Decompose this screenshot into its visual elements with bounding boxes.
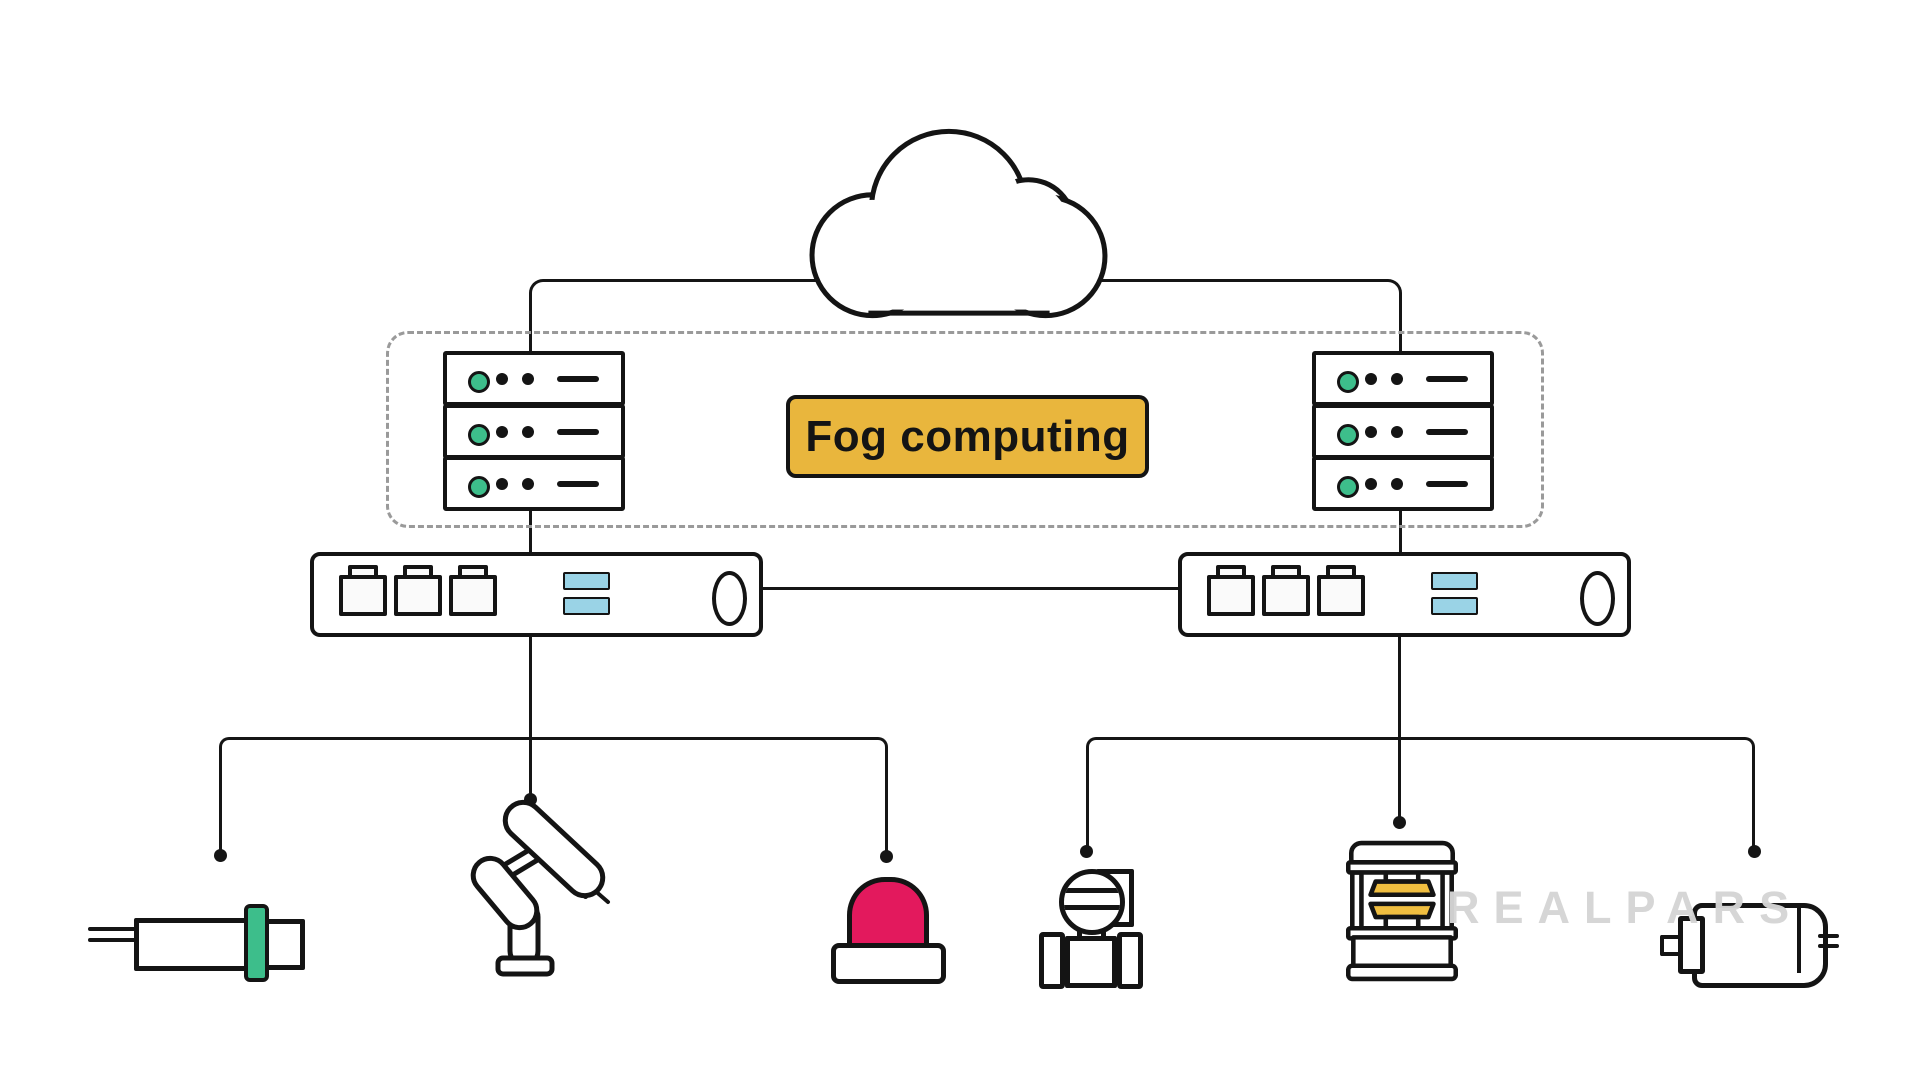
ethernet-port-icon xyxy=(1262,565,1310,616)
server-unit xyxy=(1312,404,1494,459)
valve-body xyxy=(1065,936,1117,988)
server-unit xyxy=(443,456,625,511)
realpars-watermark: REALPARS xyxy=(1447,882,1804,933)
slot-icon xyxy=(1426,375,1468,382)
branch-right-b xyxy=(1399,737,1755,852)
slot-icon xyxy=(557,375,599,382)
dot-icon xyxy=(496,477,508,490)
motor-endcap-line xyxy=(1797,908,1801,973)
valve-flange xyxy=(1039,932,1065,989)
connector-cloud-left xyxy=(529,279,960,359)
dot-icon xyxy=(522,425,534,438)
status-bar-icon xyxy=(563,597,610,615)
dot-icon xyxy=(496,372,508,385)
drop-right-switch xyxy=(1398,629,1401,823)
endpoint-dot-machine xyxy=(1393,816,1406,829)
dot-icon xyxy=(1365,372,1377,385)
branch-left-b xyxy=(531,737,888,857)
endpoint-dot-motor xyxy=(1748,845,1761,858)
motor-wire xyxy=(1818,944,1839,948)
ethernet-port-icon xyxy=(394,565,442,616)
network-switch-left xyxy=(310,552,763,637)
dot-icon xyxy=(1391,477,1403,490)
led-green-icon xyxy=(1337,423,1359,446)
slot-icon xyxy=(1426,480,1468,487)
status-bar-icon xyxy=(1431,572,1478,590)
slot-icon xyxy=(1426,428,1468,435)
endpoint-dot-sensor xyxy=(214,849,227,862)
dot-icon xyxy=(496,425,508,438)
ethernet-port-icon xyxy=(1317,565,1365,616)
status-bar-icon xyxy=(563,572,610,590)
button-oval-icon xyxy=(712,571,747,626)
transmitter-gauge xyxy=(1059,869,1125,935)
ethernet-port-icon xyxy=(1207,565,1255,616)
motor-wire xyxy=(1818,934,1839,938)
dot-icon xyxy=(1391,425,1403,438)
connector-switch-switch xyxy=(755,587,1178,590)
server-unit xyxy=(1312,351,1494,406)
connector-cloud-right xyxy=(960,279,1402,359)
ethernet-port-icon xyxy=(339,565,387,616)
branch-right-a xyxy=(1086,737,1399,852)
gauge-stripe xyxy=(1064,888,1120,893)
dot-icon xyxy=(1365,425,1377,438)
led-green-icon xyxy=(468,423,490,446)
fog-computing-label-text: Fog computing xyxy=(805,411,1130,461)
slot-icon xyxy=(557,480,599,487)
server-unit xyxy=(443,404,625,459)
server-unit xyxy=(1312,456,1494,511)
fog-zone-dashed-box xyxy=(386,331,1544,528)
status-bar-icon xyxy=(1431,597,1478,615)
slot-icon xyxy=(557,428,599,435)
robot-arm xyxy=(470,799,610,977)
network-switch-right xyxy=(1178,552,1631,637)
sensor-green-band xyxy=(244,904,269,982)
sensor-wire xyxy=(88,927,136,931)
ethernet-port-icon xyxy=(449,565,497,616)
cloud-icon xyxy=(809,128,1108,319)
endpoint-dot-siren xyxy=(880,850,893,863)
valve-flange xyxy=(1117,932,1143,989)
dot-icon xyxy=(522,477,534,490)
dot-icon xyxy=(1365,477,1377,490)
server-unit xyxy=(443,351,625,406)
led-green-icon xyxy=(468,370,490,393)
connector-stack-switch-left xyxy=(529,503,532,555)
gauge-stripe xyxy=(1064,905,1120,910)
connector-stack-switch-right xyxy=(1399,503,1402,555)
led-green-icon xyxy=(1337,475,1359,498)
sensor-wire xyxy=(88,938,136,942)
press-machine xyxy=(1346,840,1458,982)
led-green-icon xyxy=(1337,370,1359,393)
motor-flange xyxy=(1678,916,1705,974)
dot-icon xyxy=(522,372,534,385)
branch-left-a xyxy=(219,737,531,856)
button-oval-icon xyxy=(1580,571,1615,626)
led-green-icon xyxy=(468,475,490,498)
siren-base xyxy=(831,943,946,984)
drop-left-switch xyxy=(529,629,532,799)
dot-icon xyxy=(1391,372,1403,385)
fog-computing-label: Fog computing xyxy=(786,395,1149,478)
endpoint-dot-flowmeter xyxy=(1080,845,1093,858)
